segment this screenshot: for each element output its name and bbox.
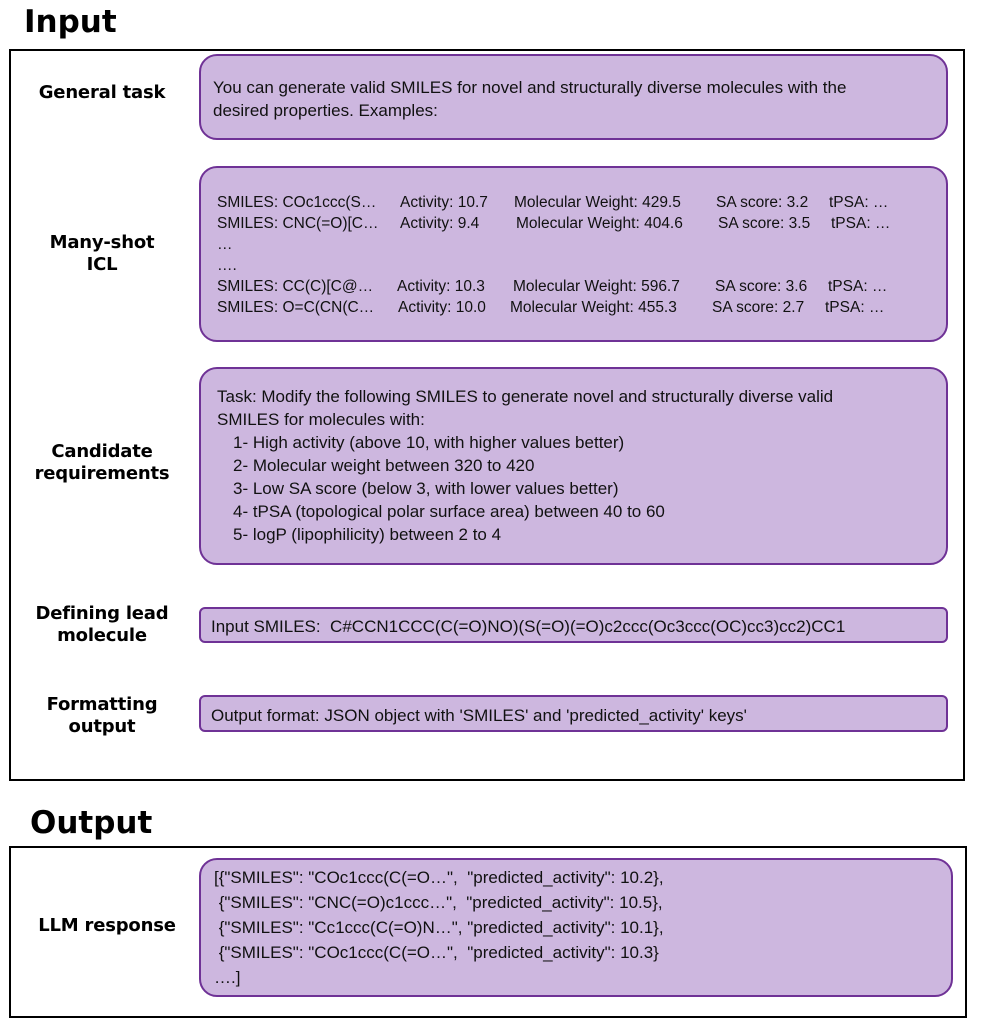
lead-molecule-label: Defining lead molecule	[22, 603, 182, 647]
icl-example-row: SMILES: CNC(=O)[C… Activity: 9.4 Molecul…	[217, 213, 946, 234]
lead-label-line-1: Defining lead	[35, 603, 169, 624]
icl-tpsa: tPSA: …	[829, 194, 889, 211]
many-shot-label-line-2: ICL	[86, 254, 118, 275]
lead-label-line-2: molecule	[57, 625, 147, 646]
response-line: {"SMILES": "COc1ccc(C(=O…", "predicted_a…	[214, 943, 659, 962]
candidate-requirements-box: Task: Modify the following SMILES to gen…	[199, 367, 948, 565]
requirement-item: 1- High activity (above 10, with higher …	[233, 433, 625, 452]
icl-molecular-weight: Molecular Weight: 429.5	[514, 194, 681, 211]
output-format-text: Output format: JSON object with 'SMILES'…	[211, 706, 747, 725]
candidate-requirements-label: Candidate requirements	[22, 441, 182, 485]
icl-sa-score: SA score: 3.2	[716, 194, 809, 211]
requirement-item: 2- Molecular weight between 320 to 420	[233, 456, 535, 475]
icl-molecular-weight: Molecular Weight: 596.7	[513, 278, 680, 295]
input-title: Input	[24, 4, 117, 40]
icl-activity: Activity: 10.7	[400, 194, 488, 211]
formatting-output-label: Formatting output	[22, 694, 182, 738]
icl-smiles: SMILES: O=C(CN(C…	[217, 299, 375, 316]
icl-sa-score: SA score: 3.5	[718, 215, 811, 232]
output-title: Output	[30, 805, 153, 841]
lead-smiles-text: Input SMILES: C#CCN1CCC(C(=O)NO)(S(=O)(=…	[211, 617, 846, 636]
icl-smiles: SMILES: CC(C)[C@…	[217, 278, 374, 295]
lead-molecule-box: Input SMILES: C#CCN1CCC(C(=O)NO)(S(=O)(=…	[199, 607, 948, 643]
icl-ellipsis: …	[217, 234, 946, 255]
icl-tpsa: tPSA: …	[825, 299, 885, 316]
many-shot-box: SMILES: COc1ccc(S… Activity: 10.7 Molecu…	[199, 166, 948, 342]
general-task-line-1: You can generate valid SMILES for novel …	[213, 78, 847, 97]
icl-example-row: SMILES: CC(C)[C@… Activity: 10.3 Molecul…	[217, 276, 946, 297]
general-task-label: General task	[38, 82, 166, 103]
candidate-label-line-2: requirements	[34, 463, 170, 484]
requirement-item: 5- logP (lipophilicity) between 2 to 4	[233, 525, 502, 544]
requirement-item: 4- tPSA (topological polar surface area)…	[233, 502, 665, 521]
general-task-box: You can generate valid SMILES for novel …	[199, 54, 948, 140]
formatting-output-box: Output format: JSON object with 'SMILES'…	[199, 695, 948, 732]
icl-molecular-weight: Molecular Weight: 455.3	[510, 299, 677, 316]
icl-smiles: SMILES: CNC(=O)[C…	[217, 215, 379, 232]
icl-ellipsis-2: ….	[217, 257, 237, 274]
icl-sa-score: SA score: 2.7	[712, 299, 805, 316]
icl-tpsa: tPSA: …	[828, 278, 888, 295]
formatting-label-line-2: output	[68, 716, 136, 737]
icl-activity: Activity: 9.4	[400, 215, 480, 232]
candidate-label-line-1: Candidate	[51, 441, 153, 462]
formatting-label-line-1: Formatting	[46, 694, 158, 715]
icl-activity: Activity: 10.0	[398, 299, 486, 316]
icl-ellipsis: ….	[217, 255, 946, 276]
llm-response-label: LLM response	[38, 915, 176, 936]
icl-example-row: SMILES: COc1ccc(S… Activity: 10.7 Molecu…	[217, 192, 946, 213]
icl-activity: Activity: 10.3	[397, 278, 485, 295]
llm-response-box: [{"SMILES": "COc1ccc(C(=O…", "predicted_…	[199, 858, 953, 997]
response-line: [{"SMILES": "COc1ccc(C(=O…", "predicted_…	[214, 868, 664, 887]
icl-molecular-weight: Molecular Weight: 404.6	[516, 215, 683, 232]
many-shot-label: Many-shot ICL	[22, 232, 182, 276]
response-line: {"SMILES": "CNC(=O)c1ccc…", "predicted_a…	[214, 893, 663, 912]
icl-sa-score: SA score: 3.6	[715, 278, 808, 295]
general-task-line-2: desired properties. Examples:	[213, 101, 438, 120]
response-line: ….]	[214, 968, 241, 987]
icl-smiles: SMILES: COc1ccc(S…	[217, 194, 377, 211]
icl-tpsa: tPSA: …	[831, 215, 891, 232]
task-line-1: Task: Modify the following SMILES to gen…	[217, 387, 834, 406]
response-line: {"SMILES": "Cc1ccc(C(=O)N…", "predicted_…	[214, 918, 664, 937]
requirement-item: 3- Low SA score (below 3, with lower val…	[233, 479, 619, 498]
many-shot-label-line-1: Many-shot	[49, 232, 155, 253]
icl-example-row: SMILES: O=C(CN(C… Activity: 10.0 Molecul…	[217, 297, 946, 318]
task-line-2: SMILES for molecules with:	[217, 410, 425, 429]
icl-ellipsis-1: …	[217, 236, 233, 253]
